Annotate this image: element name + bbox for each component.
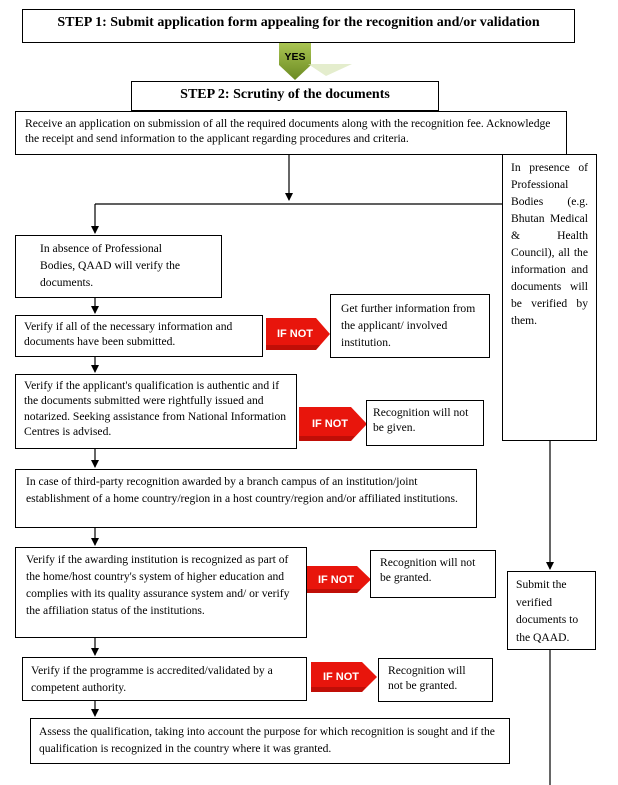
if-not-label-4: IF NOT bbox=[322, 671, 360, 683]
if-not-arrow-4: IF NOT bbox=[311, 662, 377, 692]
yes-arrow: YES bbox=[278, 43, 352, 81]
submit-verified-box: Submit the verified documents to the QAA… bbox=[507, 571, 596, 650]
verify-authentic-box: Verify if the applicant's qualification … bbox=[15, 374, 297, 449]
if-not-arrow-shape-4 bbox=[311, 662, 377, 692]
step1-text: : Submit application form appealing for … bbox=[102, 15, 540, 30]
recognition-not-granted-box-1: Recognition will not be granted. bbox=[370, 550, 496, 598]
if-not-arrow-shape-1 bbox=[266, 318, 330, 350]
step2-box: STEP 2: Scrutiny of the documents bbox=[131, 81, 439, 111]
if-not-label-1: IF NOT bbox=[276, 328, 314, 340]
if-not-arrow-shape-3 bbox=[307, 566, 371, 593]
assess-box: Assess the qualification, taking into ac… bbox=[30, 718, 510, 764]
receive-box: Receive an application on submission of … bbox=[15, 111, 567, 155]
step1-prefix: STEP 1 bbox=[57, 15, 103, 30]
further-info-box: Get further information from the applica… bbox=[330, 294, 490, 358]
verify-awarding-box: Verify if the awarding institution is re… bbox=[15, 547, 307, 638]
verify-programme-box: Verify if the programme is accredited/va… bbox=[22, 657, 307, 701]
verify-info-box: Verify if all of the necessary informati… bbox=[15, 315, 263, 357]
yes-arrow-shadow bbox=[308, 64, 352, 76]
step2-text: : Scrutiny of the documents bbox=[224, 87, 390, 102]
professional-bodies-box: In presence of Professional Bodies (e.g.… bbox=[502, 154, 597, 441]
step1-box: STEP 1: Submit application form appealin… bbox=[22, 9, 575, 43]
yes-arrow-shape bbox=[279, 43, 311, 80]
recognition-not-granted-box-2: Recognition will not be granted. bbox=[378, 658, 493, 702]
if-not-arrow-3: IF NOT bbox=[307, 566, 371, 593]
if-not-arrow-1: IF NOT bbox=[266, 318, 330, 350]
professional-bodies-text: In presence of Professional Bodies (e.g.… bbox=[511, 161, 588, 327]
if-not-arrow-shape-2 bbox=[299, 407, 367, 441]
if-not-label-2: IF NOT bbox=[311, 418, 349, 430]
if-not-label-3: IF NOT bbox=[317, 573, 355, 586]
third-party-box: In case of third-party recognition award… bbox=[15, 469, 477, 528]
yes-label: YES bbox=[284, 51, 306, 63]
step2-prefix: STEP 2 bbox=[180, 87, 225, 102]
if-not-arrow-2: IF NOT bbox=[299, 407, 367, 441]
recognition-not-given-box: Recognition will not be given. bbox=[366, 400, 484, 446]
absence-box: In absence of Professional Bodies, QAAD … bbox=[15, 235, 222, 298]
